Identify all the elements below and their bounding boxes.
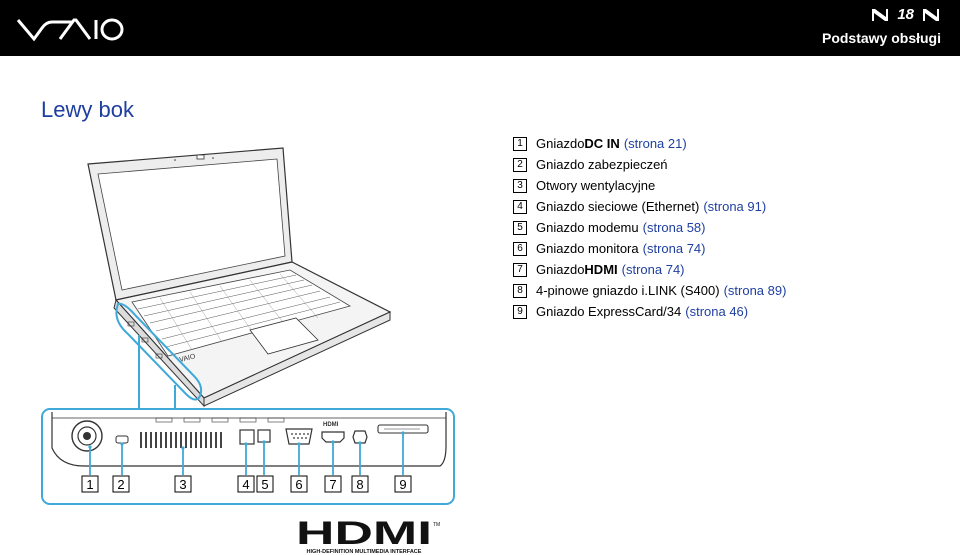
list-item: 6 Gniazdo monitora(strona 74) bbox=[513, 238, 786, 259]
callout-number: 3 bbox=[179, 477, 186, 492]
page-link[interactable]: (strona 58) bbox=[642, 220, 706, 235]
item-text-bold: DC IN bbox=[584, 136, 620, 151]
list-item: 5 Gniazdo modemu(strona 58) bbox=[513, 217, 786, 238]
item-text: Gniazdo sieciowe (Ethernet) bbox=[536, 199, 700, 214]
item-text: Gniazdo zabezpieczeń bbox=[536, 157, 668, 172]
page-link[interactable]: (strona 21) bbox=[623, 136, 687, 151]
item-number: 8 bbox=[513, 283, 527, 298]
item-number: 9 bbox=[513, 304, 527, 319]
page-link[interactable]: (strona 89) bbox=[723, 283, 787, 298]
hdmi-logo: HDMI TM HIGH-DEFINITION MULTIMEDIA INTER… bbox=[296, 515, 440, 555]
list-item: 7 Gniazdo HDMI(strona 74) bbox=[513, 259, 786, 280]
item-text: Otwory wentylacyjne bbox=[536, 178, 656, 193]
callout-number: 8 bbox=[356, 477, 363, 492]
item-text: 4-pinowe gniazdo i.LINK (S400) bbox=[536, 283, 720, 298]
item-number: 4 bbox=[513, 199, 527, 214]
item-number: 6 bbox=[513, 241, 527, 256]
monitor-port bbox=[285, 428, 313, 445]
page-title: Lewy bok bbox=[41, 97, 134, 122]
hdmi-logo-tm: TM bbox=[433, 522, 440, 528]
item-text-bold: HDMI bbox=[584, 262, 618, 277]
page-navigation: 18 bbox=[871, 6, 940, 23]
page-link[interactable]: (strona 74) bbox=[642, 241, 706, 256]
ethernet-port bbox=[239, 429, 255, 445]
list-item: 4 Gniazdo sieciowe (Ethernet)(strona 91) bbox=[513, 196, 786, 217]
item-text: Gniazdo bbox=[536, 262, 585, 277]
hdmi-logo-tagline: HIGH-DEFINITION MULTIMEDIA INTERFACE bbox=[307, 549, 422, 555]
item-number: 3 bbox=[513, 178, 527, 193]
hdmi-logo-text: HDMI bbox=[296, 515, 432, 551]
vents bbox=[140, 432, 222, 448]
item-text: Gniazdo monitora bbox=[536, 241, 639, 256]
leader-lines bbox=[89, 433, 404, 475]
list-item: 8 4-pinowe gniazdo i.LINK (S400)(strona 8… bbox=[513, 280, 786, 301]
list-item: 9 Gniazdo ExpressCard/34(strona 46) bbox=[513, 301, 786, 322]
modem-port bbox=[257, 429, 271, 443]
callout-number: 1 bbox=[86, 477, 93, 492]
callout-outline bbox=[115, 302, 203, 401]
section-title: Podstawy obsługi bbox=[821, 30, 941, 46]
page-number: 18 bbox=[897, 6, 914, 23]
page-header: 18 Podstawy obsługi bbox=[0, 0, 960, 56]
list-item: 3 Otwory wentylacyjne bbox=[513, 175, 786, 196]
list-item: 1 Gniazdo DC IN(strona 21) bbox=[513, 133, 786, 154]
hdmi-port-label: HDMI bbox=[323, 422, 339, 428]
callout-number: 4 bbox=[242, 477, 249, 492]
item-text: Gniazdo ExpressCard/34 bbox=[536, 304, 682, 319]
page-link[interactable]: (strona 46) bbox=[685, 304, 749, 319]
svg-text:VAIO: VAIO bbox=[179, 353, 197, 364]
security-slot bbox=[115, 435, 129, 444]
page-link[interactable]: (strona 74) bbox=[621, 262, 685, 277]
item-text: Gniazdo modemu bbox=[536, 220, 639, 235]
ilink-port bbox=[352, 430, 368, 444]
item-number: 7 bbox=[513, 262, 527, 277]
callout-numbers: 1 2 3 4 5 6 7 8 9 bbox=[81, 475, 412, 493]
callout-number: 6 bbox=[295, 477, 302, 492]
list-item: 2 Gniazdo zabezpieczeń bbox=[513, 154, 786, 175]
side-panel: HDMI bbox=[51, 412, 447, 467]
vaio-logo bbox=[16, 18, 124, 42]
hdmi-port bbox=[321, 431, 345, 443]
laptop-illustration: VAIO bbox=[87, 147, 392, 408]
next-page-icon[interactable] bbox=[922, 8, 940, 22]
callout-number: 5 bbox=[261, 477, 268, 492]
item-number: 2 bbox=[513, 157, 527, 172]
callout-number: 2 bbox=[117, 477, 124, 492]
callout-number: 9 bbox=[399, 477, 406, 492]
item-number: 5 bbox=[513, 220, 527, 235]
callout-number: 7 bbox=[329, 477, 336, 492]
page-link[interactable]: (strona 91) bbox=[703, 199, 767, 214]
item-number: 1 bbox=[513, 136, 527, 151]
item-text: Gniazdo bbox=[536, 136, 585, 151]
previous-page-icon[interactable] bbox=[871, 8, 889, 22]
